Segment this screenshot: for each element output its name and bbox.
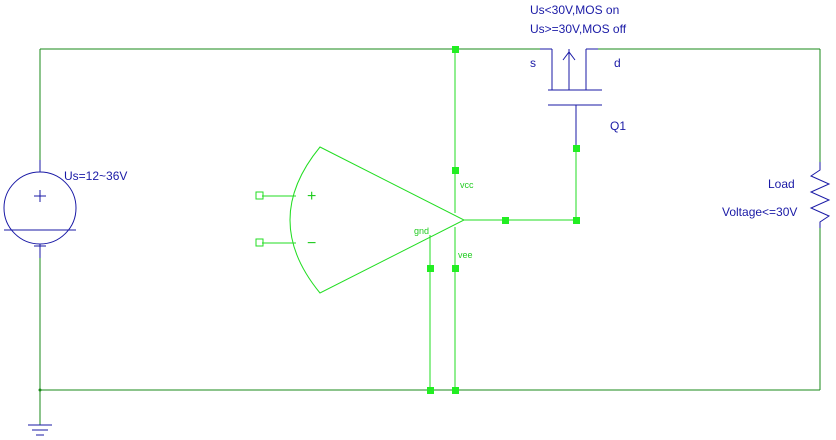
opamp-gnd-label: gnd xyxy=(414,226,429,236)
gate-wire xyxy=(464,148,577,221)
mosfet-note-line2: Us>=30V,MOS off xyxy=(530,22,627,36)
ground-symbol xyxy=(28,424,52,436)
voltage-source xyxy=(3,160,77,258)
node-bottom-vee xyxy=(452,387,459,394)
mosfet-note-line1: Us<30V,MOS on xyxy=(530,3,619,17)
load-label: Load xyxy=(768,177,795,191)
load-resistor xyxy=(809,162,831,228)
mosfet-ref: Q1 xyxy=(610,119,626,133)
source-label: Us=12~36V xyxy=(64,169,127,183)
mosfet-q1 xyxy=(540,48,602,148)
node-markers xyxy=(427,46,580,394)
node-top xyxy=(452,46,459,53)
node-output xyxy=(502,217,509,224)
opamp-plus: + xyxy=(307,188,316,205)
opamp xyxy=(255,146,466,294)
node-gate-corner xyxy=(573,217,580,224)
node-vcc xyxy=(452,167,459,174)
node-gnd xyxy=(427,265,434,272)
opamp-supply-wires xyxy=(429,49,456,390)
node-vee xyxy=(452,265,459,272)
opamp-vee-label: vee xyxy=(458,250,473,260)
node-bottom-gnd xyxy=(427,387,434,394)
mosfet-drain-pin: d xyxy=(614,56,621,70)
opamp-minus: − xyxy=(307,235,316,252)
mosfet-source-pin: s xyxy=(530,56,536,70)
opamp-vcc-label: vcc xyxy=(460,180,474,190)
node-gate xyxy=(573,145,580,152)
junction-ground xyxy=(38,388,42,392)
load-voltage: Voltage<=30V xyxy=(722,205,797,219)
